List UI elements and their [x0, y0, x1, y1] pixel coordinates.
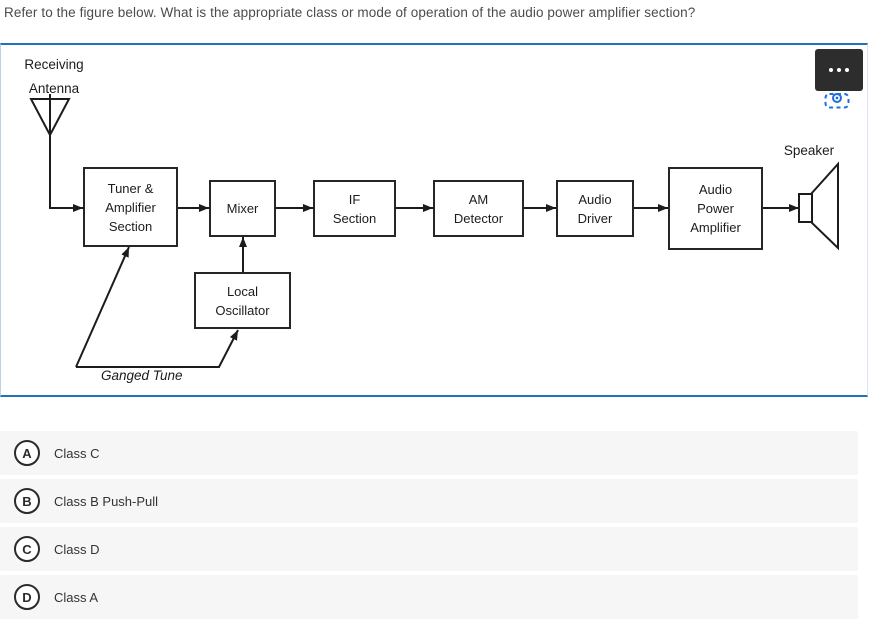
block-label-line: IF [348, 191, 361, 207]
option-row-a[interactable]: A Class C [0, 431, 858, 475]
block-label-line: Section [332, 210, 377, 226]
block-audio-driver: Audio Driver [556, 180, 634, 237]
option-row-d[interactable]: D Class A [0, 575, 858, 619]
antenna-label-line1: Receiving [24, 57, 84, 72]
block-audio-power-amplifier: Audio Power Amplifier [668, 167, 763, 250]
option-label: Class C [54, 445, 100, 461]
option-letter-badge: A [14, 440, 40, 466]
block-label-line: Tuner & [107, 180, 154, 196]
block-diagram-lines [29, 94, 839, 368]
option-row-c[interactable]: C Class D [0, 527, 858, 571]
antenna-label-line2: Antenna [28, 81, 80, 96]
speaker-horn [810, 161, 839, 251]
option-row-b[interactable]: B Class B Push-Pull [0, 479, 858, 523]
option-label: Class A [54, 589, 99, 605]
block-label-line: Mixer [226, 201, 259, 216]
block-label-line: Audio [698, 182, 733, 197]
block-mixer: Mixer [209, 180, 276, 237]
more-options-icon [845, 68, 849, 72]
block-tuner-amplifier-section: Tuner & Amplifier Section [83, 167, 178, 247]
ganged-tune-line-tuner [75, 246, 130, 368]
block-am-detector: AM Detector [433, 180, 524, 237]
speaker-label: Speaker [783, 143, 835, 158]
question-text: Refer to the figure below. What is the a… [4, 5, 696, 20]
block-local-oscillator: Local Oscillator [194, 272, 291, 329]
option-letter-badge: C [14, 536, 40, 562]
option-label: Class B Push-Pull [54, 493, 159, 509]
option-letter-badge: B [14, 488, 40, 514]
option-letter-badge: D [14, 584, 40, 610]
ganged-tune-line-oscillator [76, 329, 239, 368]
block-label-line: AM [468, 191, 489, 207]
block-label-line: Section [108, 218, 153, 234]
answer-options: A Class C B Class B Push-Pull C Class D … [0, 431, 858, 623]
block-label-line: Amplifier [690, 220, 741, 235]
figure-panel: Receiving Antenna Speaker Ganged Tune Tu… [0, 43, 868, 397]
antenna-feed-line [49, 94, 83, 212]
block-label-line: Local [226, 283, 259, 299]
more-options-icon [829, 68, 833, 72]
receiving-antenna-label: Receiving Antenna [7, 53, 101, 101]
option-label: Class D [54, 541, 100, 557]
more-options-icon [837, 68, 841, 72]
block-label-line: Oscillator [215, 302, 270, 318]
ganged-tune-label: Ganged Tune [101, 368, 183, 383]
block-label-line: Audio [578, 191, 612, 207]
block-label-line: Amplifier [105, 199, 156, 215]
block-label-line: Detector [453, 210, 504, 226]
screen-capture-icon[interactable] [824, 91, 850, 109]
block-if-section: IF Section [313, 180, 396, 237]
block-label-line: Power [697, 201, 734, 216]
block-label-line: Driver [577, 210, 613, 226]
more-options-button[interactable] [815, 49, 863, 91]
speaker-driver-box [798, 193, 813, 223]
